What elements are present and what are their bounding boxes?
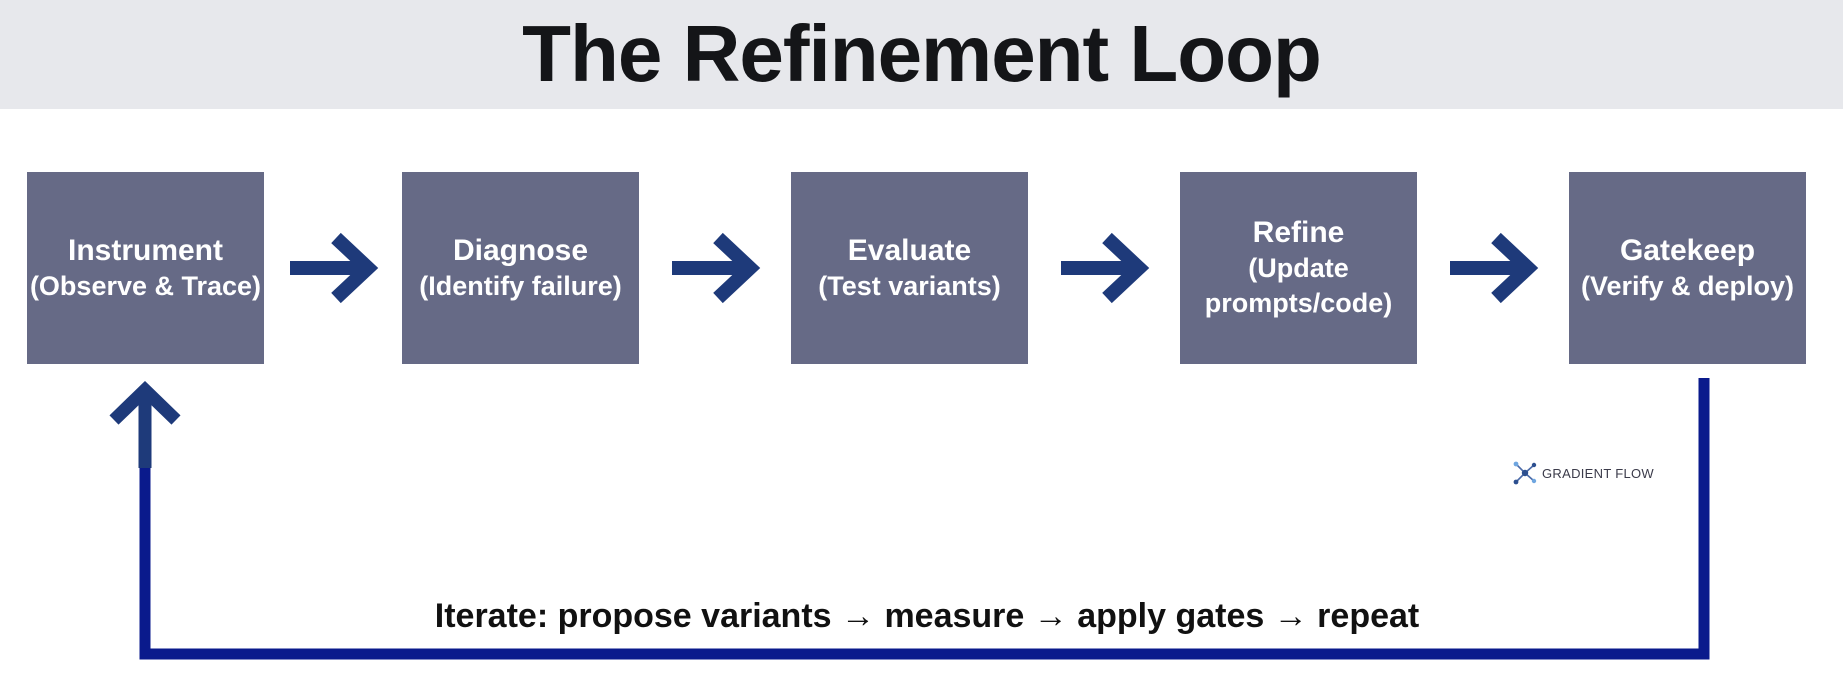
step-label: Evaluate — [847, 233, 972, 267]
network-logo-icon — [1513, 461, 1537, 485]
arrow-right-icon — [1061, 232, 1150, 304]
step-instrument: Instrument (Observe & Trace) — [27, 172, 264, 364]
arrow-right-icon — [672, 232, 761, 304]
brand-logo: GRADIENT FLOW — [1512, 460, 1654, 486]
step-sublabel: (Observe & Trace) — [29, 270, 262, 301]
step-diagnose: Diagnose (Identify failure) — [402, 172, 639, 364]
step-gatekeep: Gatekeep (Verify & deploy) — [1569, 172, 1806, 364]
step-refine: Refine (Update prompts/code) — [1180, 172, 1417, 364]
step-sublabel: (Update prompts/code) — [1204, 253, 1393, 318]
arrow-right-icon — [1450, 232, 1539, 304]
step-label: Gatekeep — [1619, 233, 1756, 267]
header-bar — [0, 0, 1843, 109]
step-evaluate: Evaluate (Test variants) — [791, 172, 1028, 364]
loop-caption: Iterate: propose variants → measure → ap… — [434, 597, 1420, 635]
page-title: The Refinement Loop — [522, 9, 1322, 98]
step-sublabel: (Verify & deploy) — [1580, 270, 1795, 301]
brand-name: GRADIENT FLOW — [1542, 465, 1655, 481]
arrow-up-icon — [109, 380, 181, 468]
arrow-right-icon — [290, 232, 379, 304]
step-label: Instrument — [67, 233, 223, 267]
loop-line — [139, 378, 1710, 660]
step-sublabel: (Test variants) — [818, 270, 1001, 301]
step-sublabel: (Identify failure) — [419, 270, 622, 301]
step-label: Diagnose — [452, 233, 589, 267]
step-label: Refine — [1252, 216, 1345, 249]
